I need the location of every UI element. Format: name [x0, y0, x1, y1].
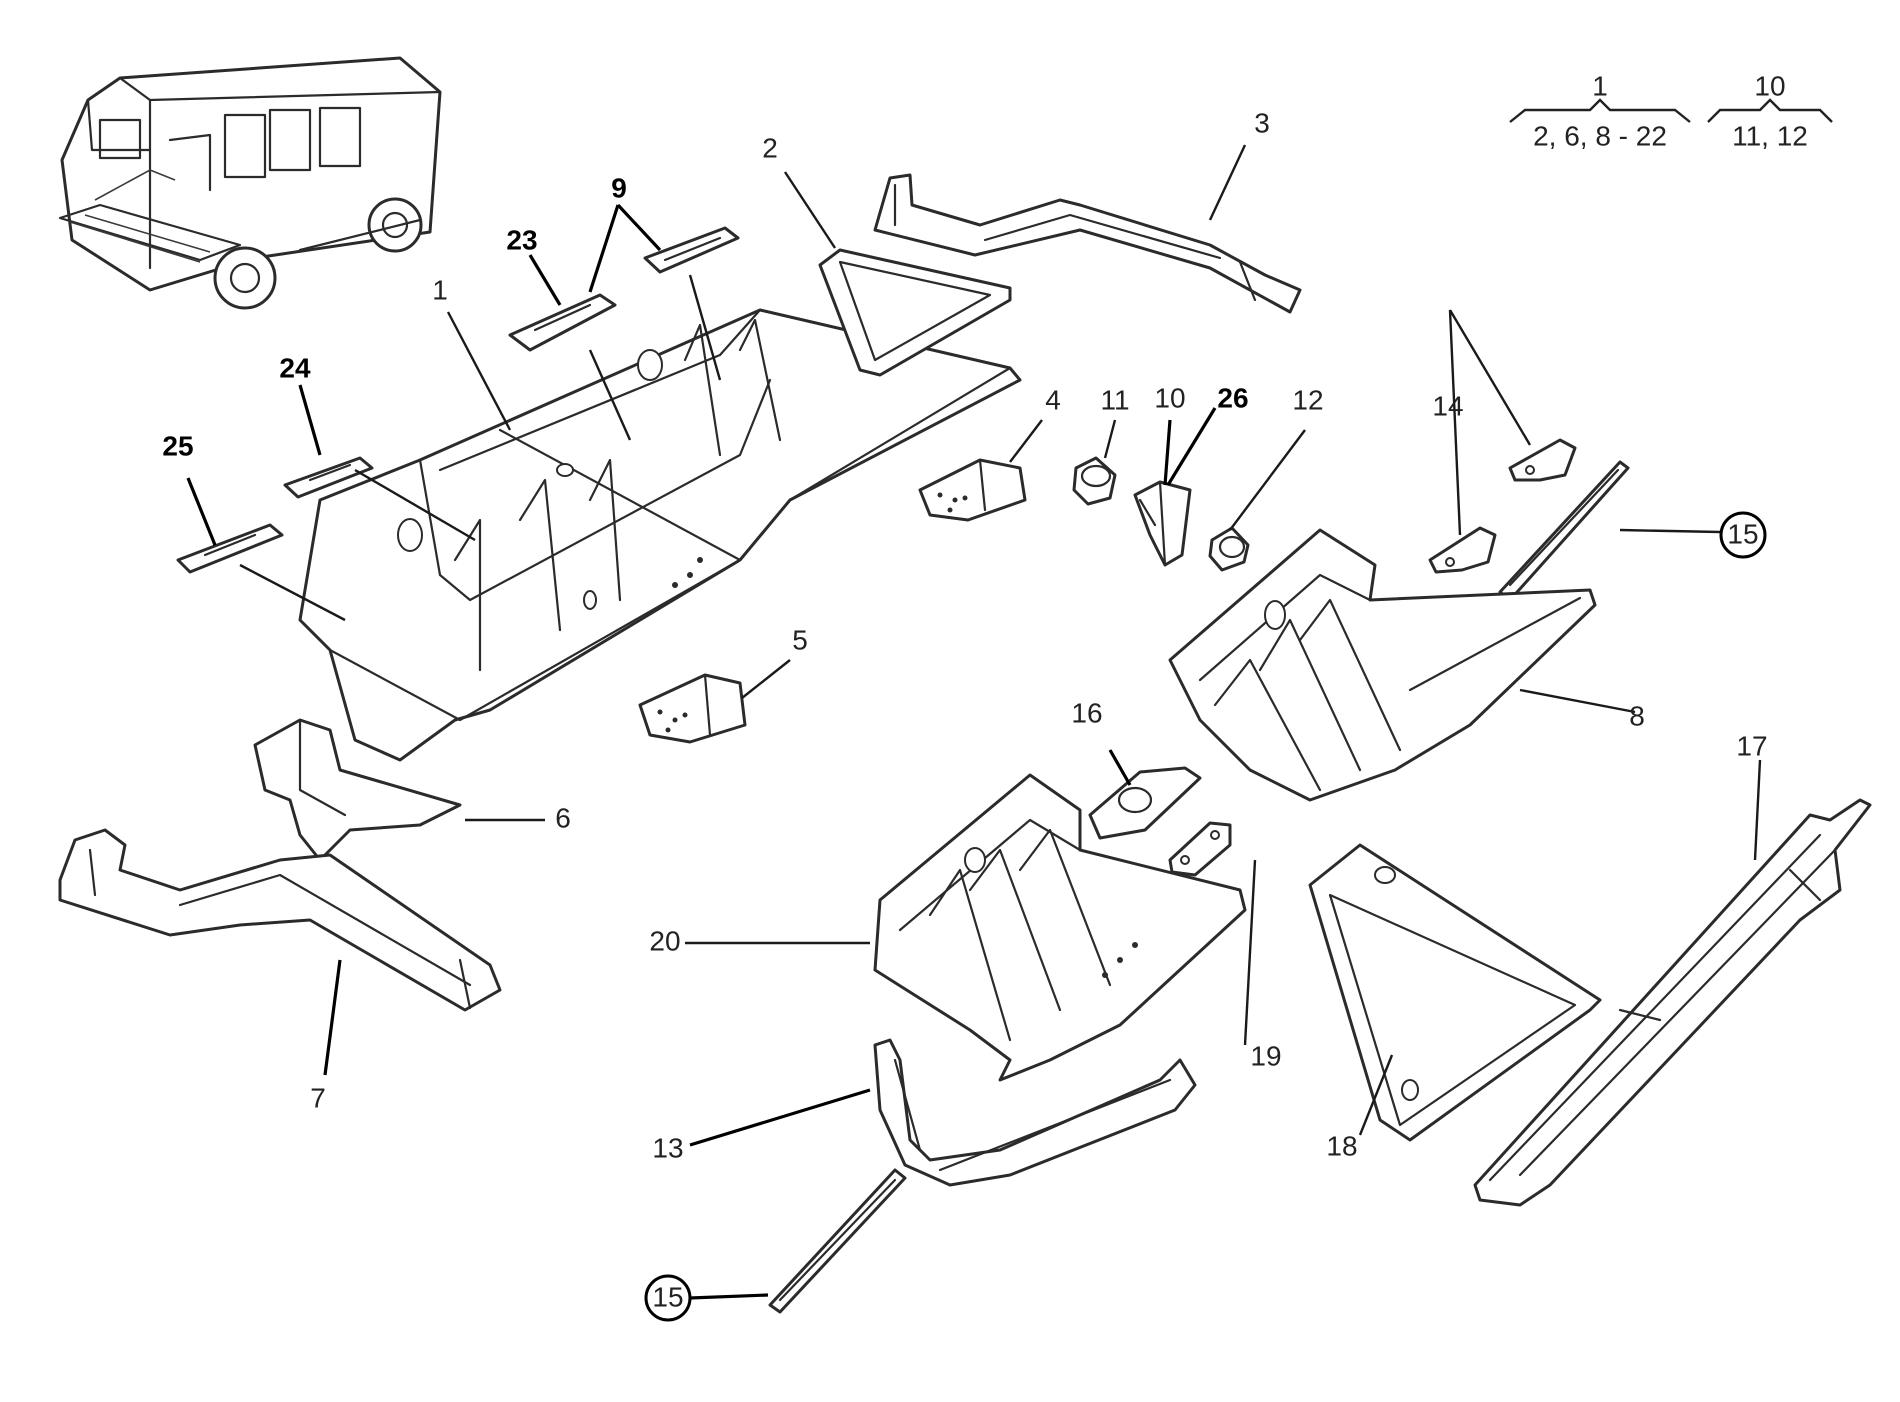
part-20-front-floor: [873, 773, 1247, 1082]
label-3: 3: [1254, 107, 1270, 138]
label-15-upper: 15: [1727, 518, 1758, 549]
part-23-plate: [508, 293, 617, 352]
legend-children-1: 2, 6, 8 - 22: [1533, 120, 1667, 151]
label-11: 11: [1100, 384, 1129, 415]
label-26: 26: [1217, 382, 1248, 413]
part-24-plate: [283, 456, 374, 499]
part-2-triangular-panel: [818, 248, 1012, 377]
callout-labels: 1 2 3 4 5 6 7 8 9 10 11 12 13 14 15 16 1…: [162, 107, 1768, 1322]
part-16-mount: [1088, 766, 1202, 840]
leader-lines: [186, 144, 1762, 1300]
part-14-bracket-upper: [1508, 438, 1577, 482]
label-14: 14: [1432, 390, 1463, 421]
label-19: 19: [1250, 1040, 1281, 1071]
part-12-bushing: [1208, 526, 1250, 572]
legend-parent-1: 1: [1592, 70, 1608, 101]
label-1: 1: [432, 274, 448, 305]
part-5-block: [638, 673, 747, 744]
label-18: 18: [1326, 1130, 1357, 1161]
part-11-bushing: [1072, 456, 1117, 506]
part-25-plate: [176, 523, 284, 574]
label-24: 24: [279, 352, 311, 383]
label-20: 20: [649, 925, 680, 956]
assembly-legend: 1 2, 6, 8 - 22 10 11, 12: [1509, 70, 1833, 151]
part-18-triangular-panel: [1308, 843, 1602, 1142]
legend-brace-10: [1707, 98, 1833, 123]
part-15-strip-lower: [768, 1168, 907, 1314]
part-4-block: [918, 458, 1027, 522]
label-10: 10: [1154, 382, 1185, 413]
badge-15-lower: [644, 1274, 692, 1322]
part-13-curved-rail: [873, 1038, 1197, 1187]
legend-children-10: 11, 12: [1732, 120, 1808, 151]
legend-brace-1: [1509, 98, 1691, 123]
label-2: 2: [762, 132, 778, 163]
label-6: 6: [555, 802, 571, 833]
label-16: 16: [1071, 697, 1102, 728]
label-5: 5: [792, 624, 808, 655]
badge-15-upper: [1719, 511, 1767, 559]
label-8: 8: [1629, 700, 1645, 731]
label-15-lower: 15: [652, 1281, 683, 1312]
part-15-strip-upper: [1498, 460, 1630, 602]
part-6-channel: [253, 718, 462, 862]
part-17-side-sill: [1473, 798, 1872, 1207]
legend-parent-10: 10: [1754, 70, 1785, 101]
label-12: 12: [1292, 384, 1323, 415]
label-23: 23: [506, 224, 537, 255]
vehicle-overview-illustration: [58, 56, 442, 310]
part-14-bracket-lower: [1428, 526, 1497, 574]
label-25: 25: [162, 430, 193, 461]
label-13: 13: [652, 1132, 683, 1163]
part-1-main-floor-frame: [298, 308, 1022, 762]
label-4: 4: [1045, 384, 1061, 415]
label-7: 7: [310, 1082, 326, 1113]
part-19-plate: [1168, 821, 1232, 877]
part-7-long-rail: [58, 828, 502, 1012]
part-10-bracket: [1133, 480, 1192, 567]
part-9-plate: [643, 226, 740, 274]
part-8-rear-floor: [1168, 528, 1597, 802]
part-3-long-rail: [873, 173, 1302, 314]
label-9: 9: [611, 172, 627, 203]
label-17: 17: [1736, 730, 1767, 761]
